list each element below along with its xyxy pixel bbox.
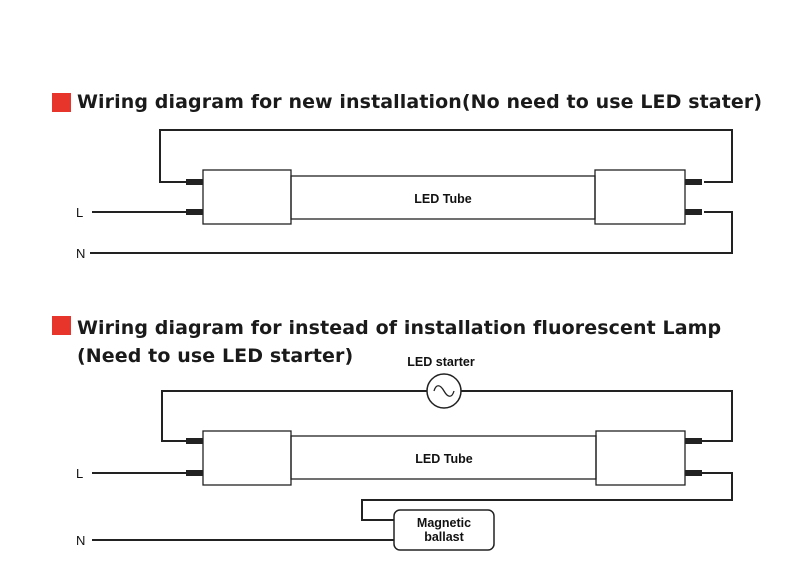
magnetic-ballast-box: [393, 509, 495, 551]
diagram2-top-loop-wire: [161, 390, 427, 442]
diagram1-top-loop-wire: [159, 129, 733, 183]
diagram2-tube-label: LED Tube: [415, 452, 472, 466]
diagram2-n-label: N: [76, 533, 85, 548]
ballast-label-line2: ballast: [424, 530, 464, 544]
diagram2-right-endcap: [595, 430, 686, 486]
diagram2-left-endcap: [202, 430, 292, 486]
diagram2-heading-line1: Wiring diagram for instead of installati…: [77, 317, 722, 339]
diagram2: [92, 373, 733, 551]
diagram2-ballast-wire: [361, 472, 733, 521]
diagram1: [90, 129, 733, 254]
diagram1-pin-left-bottom: [186, 209, 203, 215]
diagram1-heading: Wiring diagram for new installation(No n…: [52, 90, 762, 114]
diagram2-heading-line2: (Need to use LED starter): [77, 345, 354, 367]
starter-label: LED starter: [407, 355, 475, 369]
diagram1-heading-text: Wiring diagram for new installation(No n…: [77, 91, 763, 113]
diagram1-left-endcap: [202, 169, 292, 225]
diagram1-pin-left-top: [186, 179, 203, 185]
diagram2-l-label: L: [76, 466, 83, 481]
diagram2-pin-left-top: [186, 438, 203, 444]
ac-sine-icon: [426, 373, 462, 409]
diagram1-pins: [186, 179, 702, 215]
starter-sine-wave: [433, 385, 455, 397]
diagram1-l-label: L: [76, 205, 83, 220]
diagram2-pin-right-bottom: [685, 470, 702, 476]
diagram1-tube-label: LED Tube: [414, 192, 471, 206]
diagram2-heading: Wiring diagram for instead of installati…: [52, 313, 721, 371]
diagram1-right-n-wire: [90, 211, 733, 254]
ballast-label-line1: Magnetic: [417, 516, 471, 530]
diagram1-right-endcap: [594, 169, 686, 225]
diagram1-pin-right-top: [685, 179, 702, 185]
red-square-bullet-icon: [52, 93, 71, 112]
red-square-bullet-icon: [52, 316, 71, 335]
diagram2-pin-right-top: [685, 438, 702, 444]
diagram2-top-loop-wire-right: [461, 390, 733, 442]
diagram1-n-label: N: [76, 246, 85, 261]
diagram1-pin-right-bottom: [685, 209, 702, 215]
diagram2-pin-left-bottom: [186, 470, 203, 476]
diagram2-pins: [186, 438, 702, 476]
